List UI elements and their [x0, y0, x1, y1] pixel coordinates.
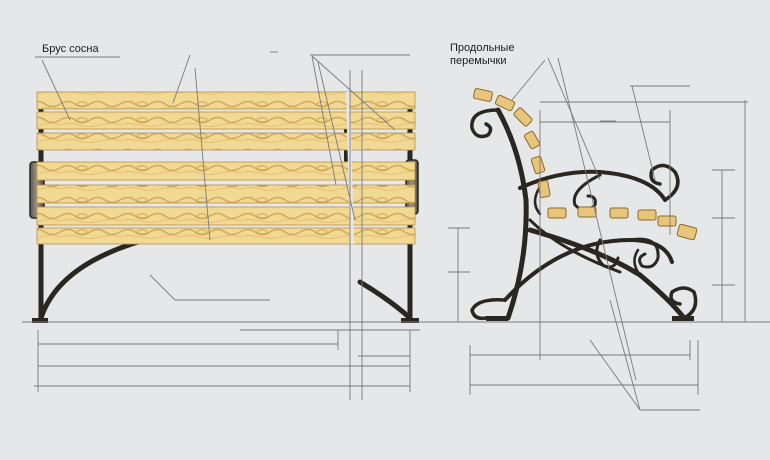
longitudinal-label-line1: Продольные [450, 42, 515, 54]
seat-planks [36, 161, 416, 245]
rear-leg-curve [495, 107, 529, 321]
rear-foot-scroll [470, 297, 507, 321]
longitudinal-label-line2: перемычки [450, 55, 507, 67]
plank-3 [36, 132, 416, 151]
plank-2 [36, 111, 416, 130]
side-view [470, 107, 698, 321]
side-plank-sections [473, 88, 698, 241]
plank-5 [36, 184, 416, 204]
front-leg-curve [527, 227, 687, 321]
back-planks [36, 91, 416, 151]
plank-7 [36, 227, 416, 245]
front-foot-scroll [669, 286, 698, 320]
top-scroll [470, 108, 500, 139]
plank-6 [36, 206, 416, 226]
plank-1 [36, 91, 416, 110]
dimension-lines [22, 51, 770, 411]
plank-4 [36, 161, 416, 181]
pine-beam-label: Брус сосна [42, 43, 99, 55]
seat-scroll [649, 163, 680, 202]
front-view [29, 91, 419, 323]
